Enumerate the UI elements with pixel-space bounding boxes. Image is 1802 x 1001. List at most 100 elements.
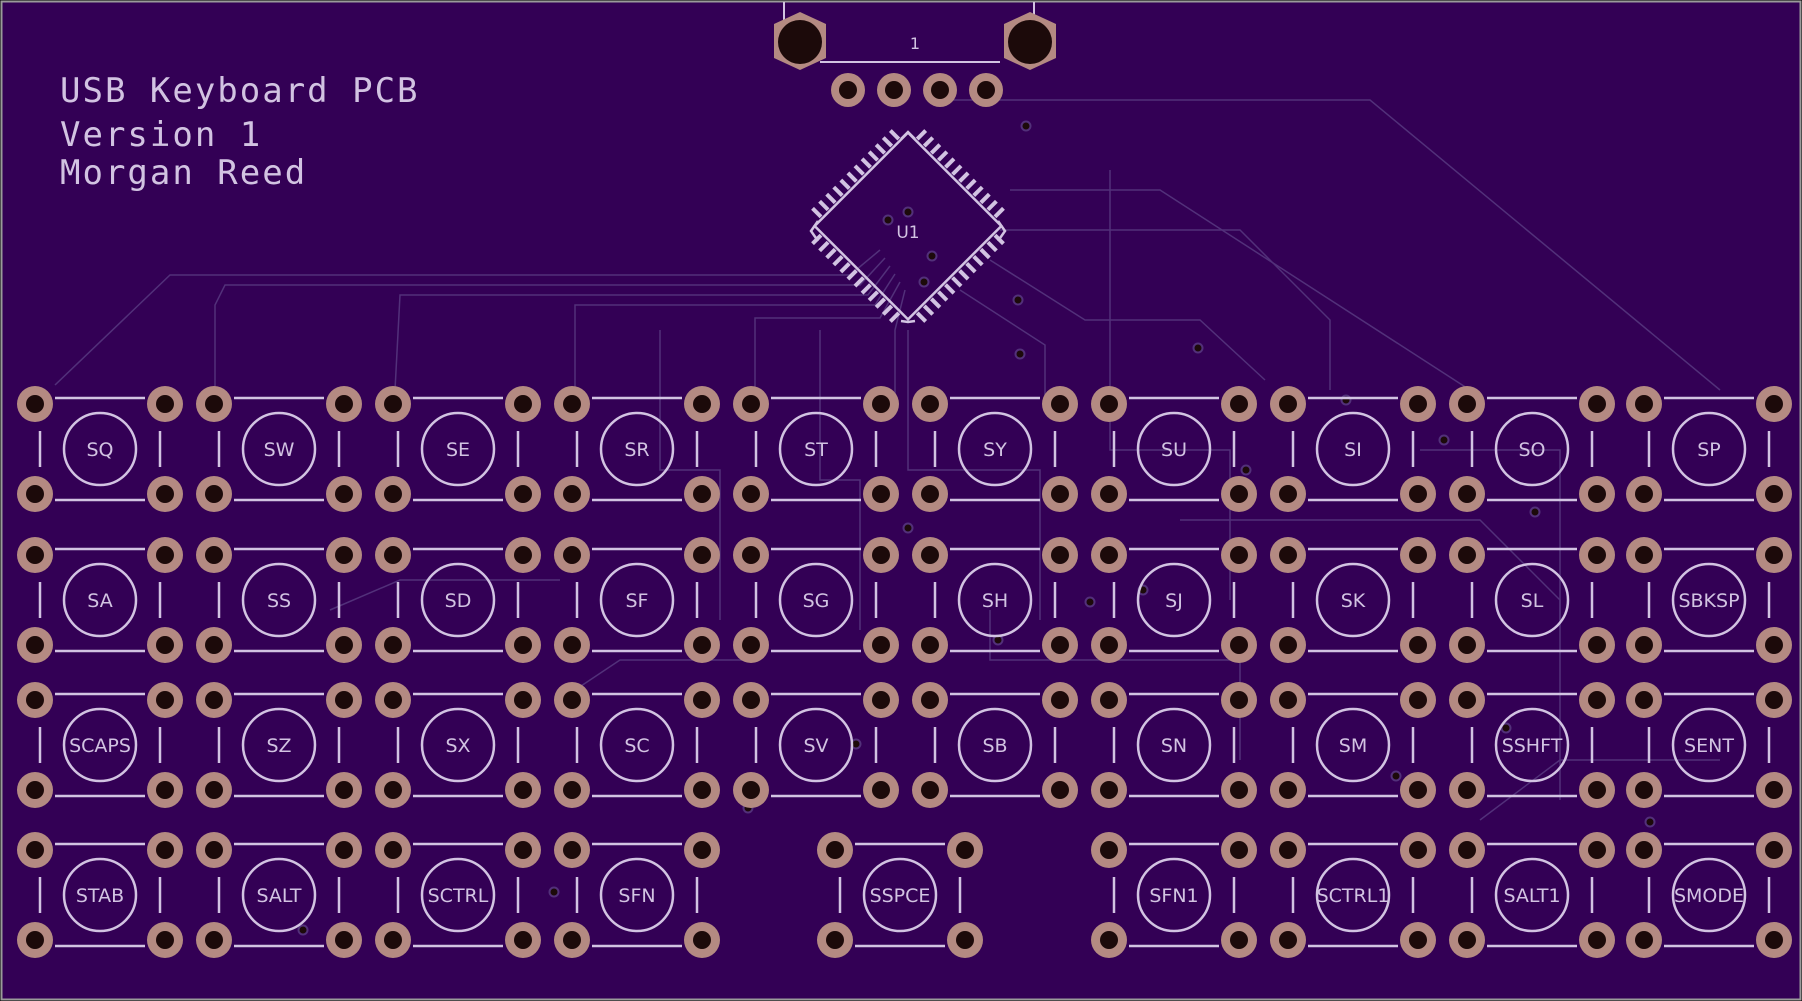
key-pad	[1626, 682, 1662, 718]
usb-pin	[969, 73, 1003, 107]
key-pad	[196, 922, 232, 958]
key-cap-outline	[778, 562, 854, 638]
key-cap-outline	[1136, 562, 1212, 638]
key-switch: SFN1	[1091, 832, 1257, 958]
key-pad	[684, 772, 720, 808]
key-cap-outline	[1315, 411, 1391, 487]
mcu-pad	[888, 311, 901, 323]
key-cap-outline	[957, 411, 1033, 487]
key-switch: SB	[912, 682, 1078, 808]
key-pad	[17, 537, 53, 573]
key-pad	[1626, 386, 1662, 422]
via	[297, 924, 309, 936]
key-pad	[196, 772, 232, 808]
key-pad	[1449, 627, 1485, 663]
key-switch: SU	[1091, 386, 1257, 512]
key-pad	[1042, 476, 1078, 512]
key-switch: SW	[196, 386, 362, 512]
key-label: SY	[983, 439, 1007, 461]
key-label: SE	[446, 439, 470, 461]
key-cap-outline	[1671, 411, 1747, 487]
key-switch: SF	[554, 537, 720, 663]
key-pad	[1579, 476, 1615, 512]
key-pad	[147, 476, 183, 512]
key-pad	[196, 832, 232, 868]
mcu-pad	[951, 276, 963, 288]
key-pad	[505, 682, 541, 718]
key-label: SK	[1341, 590, 1366, 612]
mcu-pad	[811, 206, 823, 219]
mcu-pad	[825, 247, 837, 260]
key-pad	[147, 772, 183, 808]
key-pad	[1270, 537, 1306, 573]
key-label: SZ	[266, 735, 291, 757]
key-pad	[1449, 832, 1485, 868]
key-pad	[1270, 627, 1306, 663]
key-pad	[196, 476, 232, 512]
key-pad	[1756, 772, 1792, 808]
key-label: SB	[982, 735, 1007, 757]
key-pad	[684, 682, 720, 718]
title-line-3: Morgan Reed	[60, 153, 307, 193]
key-pad	[554, 832, 590, 868]
key-cap-outline	[241, 562, 317, 638]
key-cap-outline	[420, 411, 496, 487]
key-pad	[1091, 386, 1127, 422]
key-pad	[375, 537, 411, 573]
key-label: SP	[1697, 439, 1721, 461]
key-pad	[1091, 627, 1127, 663]
key-pad	[1400, 476, 1436, 512]
key-pad	[1579, 627, 1615, 663]
mcu-label: U1	[896, 223, 919, 243]
key-cap-outline	[599, 707, 675, 783]
key-pad	[1449, 682, 1485, 718]
key-pad	[863, 627, 899, 663]
key-pad	[147, 386, 183, 422]
key-cap-outline	[1494, 562, 1570, 638]
key-pad	[17, 476, 53, 512]
key-pad	[505, 627, 541, 663]
key-pad	[1400, 537, 1436, 573]
via	[1529, 506, 1541, 518]
key-pad	[196, 537, 232, 573]
key-switch: SFN	[554, 832, 720, 958]
via	[1390, 770, 1402, 782]
key-pad	[196, 627, 232, 663]
key-pad	[554, 772, 590, 808]
key-cap-outline	[957, 562, 1033, 638]
key-pad	[912, 537, 948, 573]
key-pad	[733, 537, 769, 573]
mcu-pad	[922, 304, 935, 316]
key-switch: SSPCE	[817, 832, 983, 958]
mcu-pad	[972, 185, 984, 198]
key-pad	[1270, 772, 1306, 808]
mcu-pad	[860, 283, 872, 295]
key-cap-outline	[1671, 857, 1747, 933]
key-pad	[912, 386, 948, 422]
via	[882, 214, 894, 226]
title-block: USB Keyboard PCB Version 1 Morgan Reed	[60, 71, 418, 193]
mcu-pad	[874, 297, 887, 309]
key-pad	[863, 772, 899, 808]
key-pad	[375, 682, 411, 718]
key-pad	[326, 537, 362, 573]
mcu-pad	[944, 157, 956, 169]
key-label: SX	[445, 735, 470, 757]
mcu-pad	[951, 164, 963, 176]
key-pad	[326, 476, 362, 512]
key-pad	[1400, 682, 1436, 718]
key-switch: SR	[554, 386, 720, 512]
key-pad	[17, 682, 53, 718]
key-switch: SK	[1270, 537, 1436, 663]
key-switch: SY	[912, 386, 1078, 512]
key-cap-outline	[1315, 562, 1391, 638]
key-pad	[684, 627, 720, 663]
key-label: SSPCE	[870, 885, 931, 907]
key-pad	[1400, 772, 1436, 808]
key-pad	[947, 922, 983, 958]
via	[902, 206, 914, 218]
mcu-pad	[993, 206, 1005, 219]
mcu-pad	[979, 247, 991, 260]
usb-pin	[831, 73, 865, 107]
